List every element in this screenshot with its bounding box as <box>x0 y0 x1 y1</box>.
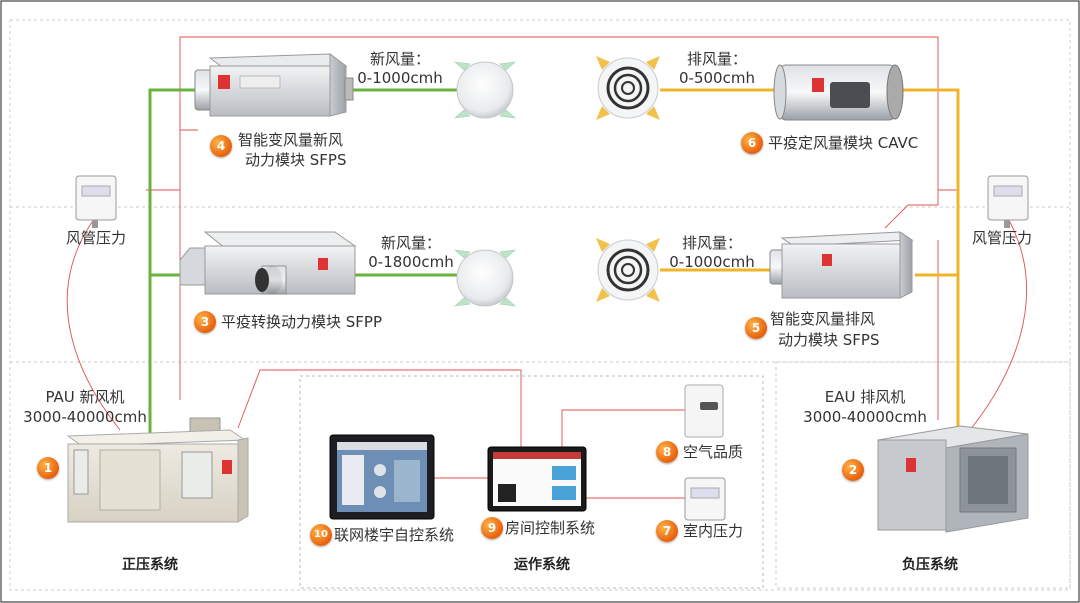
duct-pressure-sensor-right <box>987 175 1029 228</box>
sfps-exhaust-unit <box>769 231 914 299</box>
eau-unit <box>877 425 1029 533</box>
badge-1: 1 <box>37 457 59 479</box>
badge-2: 2 <box>842 459 864 481</box>
fresh-diffuser-top <box>454 61 516 119</box>
room-control-panel <box>487 446 587 512</box>
duct-pressure-right-label: 风管压力 <box>972 229 1033 247</box>
negative-section-box <box>775 361 1071 589</box>
room-control-name: 房间控制系统 <box>505 519 596 537</box>
badge-7: 7 <box>656 520 678 542</box>
duct-pressure-sensor-left <box>75 175 117 228</box>
fresh-air-ducts <box>148 88 460 440</box>
badge-6: 6 <box>741 132 763 154</box>
cavc-unit <box>773 64 904 121</box>
sfps-fresh-name-line2: 动力模块 SFPS <box>245 151 347 169</box>
indoor-pressure-sensor <box>684 477 726 521</box>
exhaust-grille-top <box>596 56 660 120</box>
air-quality-sensor <box>684 384 724 438</box>
fresh-airflow-top-label: 新风量： <box>369 50 430 68</box>
pau-name: PAU 新风机 <box>45 388 125 406</box>
operation-section-box <box>299 375 764 589</box>
air-quality-name: 空气品质 <box>683 443 744 461</box>
fresh-airflow-top-range: 0-1000cmh <box>357 69 443 87</box>
pau-flow: 3000-40000cmh <box>23 408 147 426</box>
sfpp-unit <box>179 231 357 295</box>
exhaust-airflow-top-label: 排风量： <box>686 50 747 68</box>
control-wires <box>66 36 1027 499</box>
badge-5: 5 <box>745 317 767 339</box>
badge-8: 8 <box>656 441 678 463</box>
bas-name: 联网楼宇自控系统 <box>334 526 455 544</box>
badge-9: 9 <box>481 517 503 539</box>
fresh-diffuser-mid <box>454 249 516 307</box>
exhaust-airflow-mid-range: 0-1000cmh <box>669 253 755 271</box>
bas-touch-panel <box>329 434 435 520</box>
badge-4: 4 <box>210 135 232 157</box>
eau-name: EAU 排风机 <box>824 388 906 406</box>
exhaust-grille-mid <box>596 238 660 302</box>
fresh-airflow-mid-label: 新风量： <box>380 234 441 252</box>
duct-pressure-left-label: 风管压力 <box>66 229 127 247</box>
inner-frame <box>9 19 1071 591</box>
exhaust-airflow-top-range: 0-500cmh <box>679 69 755 87</box>
sfps-exhaust-name-line1: 智能变风量排风 <box>770 310 876 328</box>
badge-10: 10 <box>310 524 332 546</box>
pau-unit <box>66 417 249 523</box>
exhaust-ducts <box>660 88 960 440</box>
indoor-pressure-name: 室内压力 <box>683 522 744 540</box>
cavc-name: 平疫定风量模块 CAVC <box>768 134 919 152</box>
sfps-fresh-name-line1: 智能变风量新风 <box>238 131 344 149</box>
section-positive-title: 正压系统 <box>122 557 178 573</box>
section-operation-title: 运作系统 <box>514 557 570 573</box>
section-negative-title: 负压系统 <box>902 557 958 573</box>
fresh-airflow-mid-range: 0-1800cmh <box>368 253 454 271</box>
eau-flow: 3000-40000cmh <box>803 408 927 426</box>
sfps-fresh-unit <box>194 53 354 117</box>
badge-3: 3 <box>194 311 216 333</box>
sfps-exhaust-name-line2: 动力模块 SFPS <box>778 331 880 349</box>
exhaust-airflow-mid-label: 排风量： <box>681 234 742 252</box>
sfpp-name: 平疫转换动力模块 SFPP <box>221 313 383 331</box>
